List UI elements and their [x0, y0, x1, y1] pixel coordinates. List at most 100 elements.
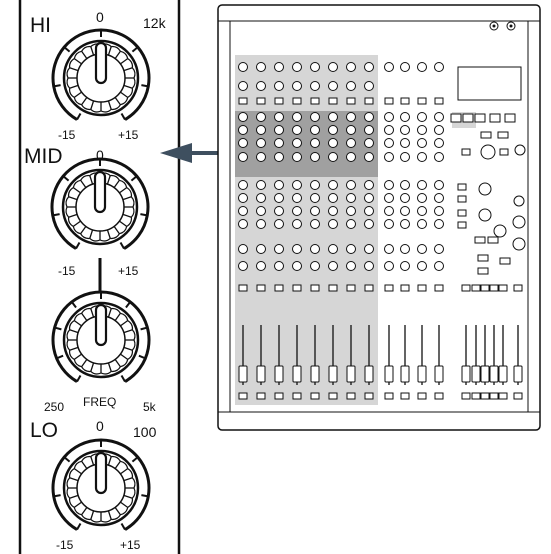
console-knob [310, 81, 320, 91]
console-knob [400, 219, 410, 229]
knob-scale-arc [50, 157, 150, 250]
console-button [328, 392, 338, 400]
console-knob [328, 193, 338, 203]
lo-top-mark: 0 [96, 418, 104, 434]
console-button [477, 254, 489, 262]
knob-tick [140, 213, 148, 217]
console-knob [400, 125, 410, 135]
console-button [461, 284, 471, 292]
console-knob [434, 206, 444, 216]
console-fader [480, 365, 490, 383]
console-button [480, 131, 492, 139]
console-fader [513, 365, 523, 383]
console-knob [364, 244, 374, 254]
console-knob [478, 208, 492, 222]
console-knob [346, 261, 356, 271]
console-knob [364, 206, 374, 216]
console-fader [498, 365, 508, 383]
console-button [450, 113, 462, 123]
console-knob [238, 219, 248, 229]
console-knob [417, 206, 427, 216]
console-button [471, 284, 481, 292]
console-button [499, 257, 511, 265]
console-fader [238, 365, 248, 383]
console-knob [364, 62, 374, 72]
knob-tick [119, 242, 125, 250]
console-knob [400, 206, 410, 216]
console-knob [256, 112, 266, 122]
console-button [384, 97, 394, 105]
console-knob [292, 193, 302, 203]
knob-tick [138, 354, 146, 360]
console-button [513, 392, 523, 400]
console-knob [346, 152, 356, 162]
console-knob [292, 244, 302, 254]
console-knob [328, 138, 338, 148]
console-knob [346, 206, 356, 216]
console-knob [328, 62, 338, 72]
console-knob [256, 261, 266, 271]
mid-gain-knob[interactable] [50, 157, 150, 250]
console-fader [417, 365, 427, 383]
console-knob [328, 81, 338, 91]
console-knob [400, 152, 410, 162]
console-button [274, 284, 284, 292]
hi-label: HI [30, 14, 51, 37]
console-button [346, 284, 356, 292]
console-button [480, 284, 490, 292]
console-knob [384, 180, 394, 190]
console-knob [292, 125, 302, 135]
console-button [489, 113, 501, 123]
console-knob [256, 193, 266, 203]
console-button [256, 97, 266, 105]
console-knob [310, 193, 320, 203]
console-button [310, 97, 320, 105]
console-knob [310, 206, 320, 216]
console-knob [238, 193, 248, 203]
console-knob [400, 112, 410, 122]
knob-pointer [94, 451, 108, 495]
console-knob [238, 244, 248, 254]
knob-tick [141, 84, 149, 88]
console-button [364, 284, 374, 292]
console-button [457, 195, 467, 203]
console-knob [328, 206, 338, 216]
console-knob [328, 180, 338, 190]
knob-tick [53, 84, 61, 88]
console-knob [364, 138, 374, 148]
console-knob [292, 206, 302, 216]
console-knob [310, 62, 320, 72]
console-knob [434, 244, 444, 254]
lo-min-mark: -15 [56, 538, 74, 552]
lo-gain-knob[interactable] [51, 438, 151, 531]
knob-tick [130, 175, 138, 182]
knob-tick [53, 494, 61, 498]
console-knob [417, 180, 427, 190]
console-knob [292, 219, 302, 229]
console-knob [400, 180, 410, 190]
console-knob [400, 62, 410, 72]
console-knob [384, 62, 394, 72]
console-knob [434, 152, 444, 162]
hi-gain-knob[interactable] [51, 28, 151, 121]
console-knob [384, 112, 394, 122]
knob-tick [62, 175, 70, 182]
console-knob [310, 138, 320, 148]
console-button [310, 392, 320, 400]
mixer-console [217, 4, 541, 431]
console-button [462, 113, 474, 123]
console-knob [292, 138, 302, 148]
console-button [480, 392, 490, 400]
console-knob [364, 81, 374, 91]
console-fader [310, 365, 320, 383]
console-knob [417, 244, 427, 254]
console-knob [417, 152, 427, 162]
knob-tick [76, 375, 82, 383]
console-button [434, 284, 444, 292]
freq-label: FREQ [83, 395, 116, 409]
console-fader [384, 365, 394, 383]
console-knob [238, 152, 248, 162]
console-knob [434, 125, 444, 135]
mid-freq-knob[interactable] [51, 290, 151, 383]
console-knob [274, 193, 284, 203]
